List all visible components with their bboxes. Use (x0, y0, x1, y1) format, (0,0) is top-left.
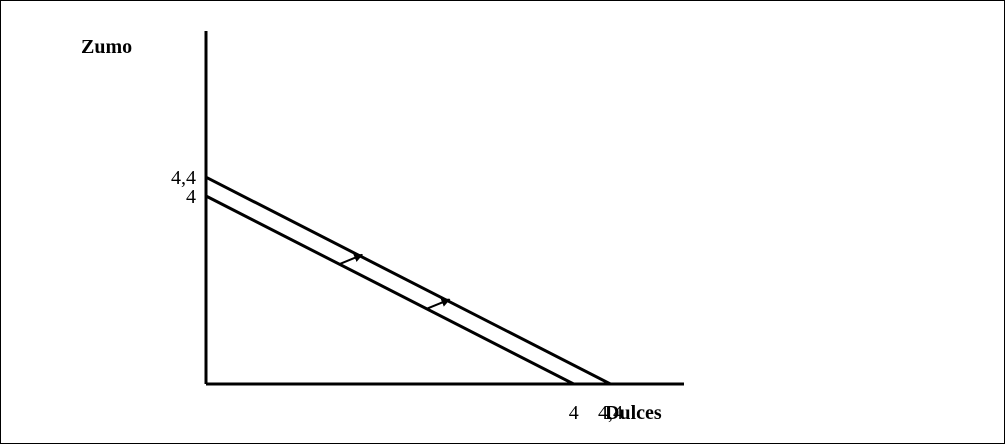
x-axis-title: Dulces (605, 402, 662, 424)
shift-arrow (338, 253, 364, 266)
x-tick-label: 4,4 (598, 402, 623, 424)
shift-arrow (426, 298, 451, 310)
budget-line-initial (205, 194, 575, 386)
y-axis-title: Zumo (81, 36, 132, 58)
x-tick-label: 4 (569, 402, 579, 424)
y-tick-label: 4 (186, 186, 196, 208)
budget-line-shifted (205, 175, 612, 386)
y-tick-label: 4,4 (171, 167, 196, 189)
